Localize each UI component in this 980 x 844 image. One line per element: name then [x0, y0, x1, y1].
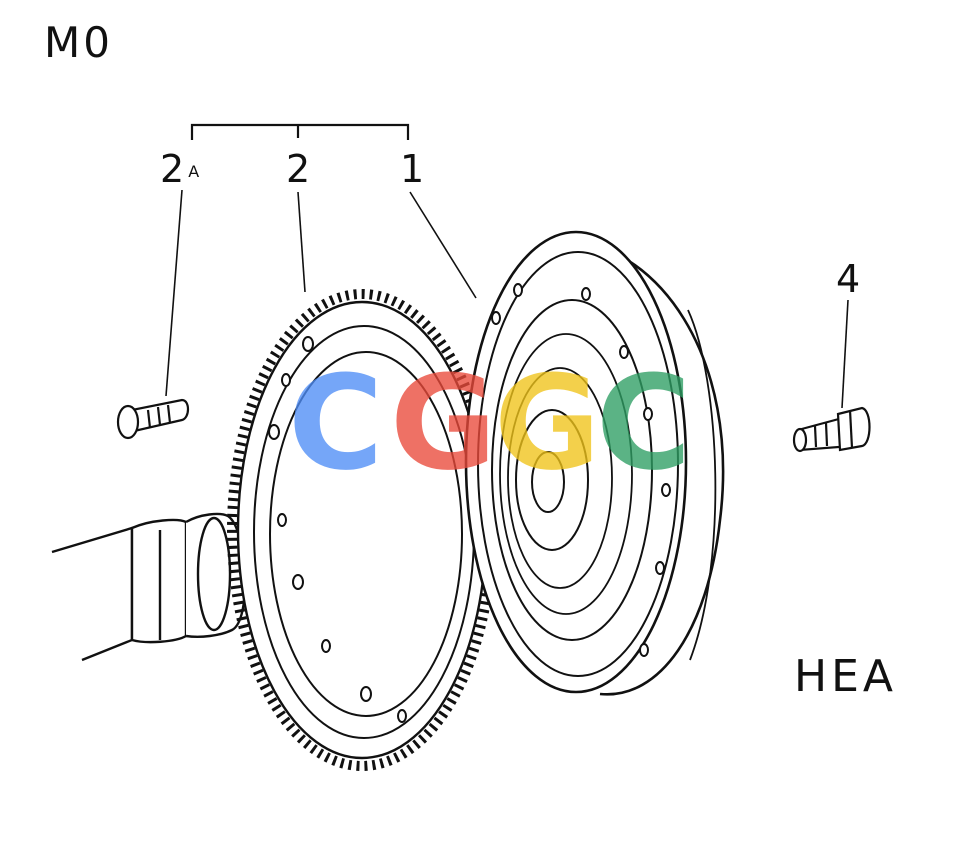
watermark-letter-3: G: [494, 347, 601, 499]
flywheel-bolt-holes: [491, 283, 671, 657]
callout-1-number: 1: [400, 147, 425, 191]
callout-2: 2: [286, 150, 310, 188]
flywheel: [464, 230, 725, 696]
bolt-4: [792, 406, 871, 453]
callout-bracket: [190, 123, 410, 140]
watermark-logo: C G G C: [288, 347, 691, 499]
diagram-code-top: M0: [44, 18, 113, 67]
callout-2a-number: 2: [160, 147, 185, 191]
callout-2a-suffix: A: [188, 161, 200, 181]
callout-2-number: 2: [286, 147, 311, 191]
watermark-letter-4: C: [596, 347, 691, 499]
watermark-letter-2: G: [390, 347, 497, 499]
callout-1: 1: [400, 150, 424, 188]
ring-gear-bolt-holes: [268, 336, 407, 723]
watermark-letter-1: C: [288, 347, 383, 499]
callout-4-number: 4: [836, 257, 861, 301]
diagram-code-bottom: HEA: [794, 651, 897, 702]
crankshaft-end: [51, 512, 247, 662]
callout-4: 4: [836, 260, 860, 298]
leader-lines: [165, 189, 849, 409]
bolt-2a: [116, 398, 190, 440]
